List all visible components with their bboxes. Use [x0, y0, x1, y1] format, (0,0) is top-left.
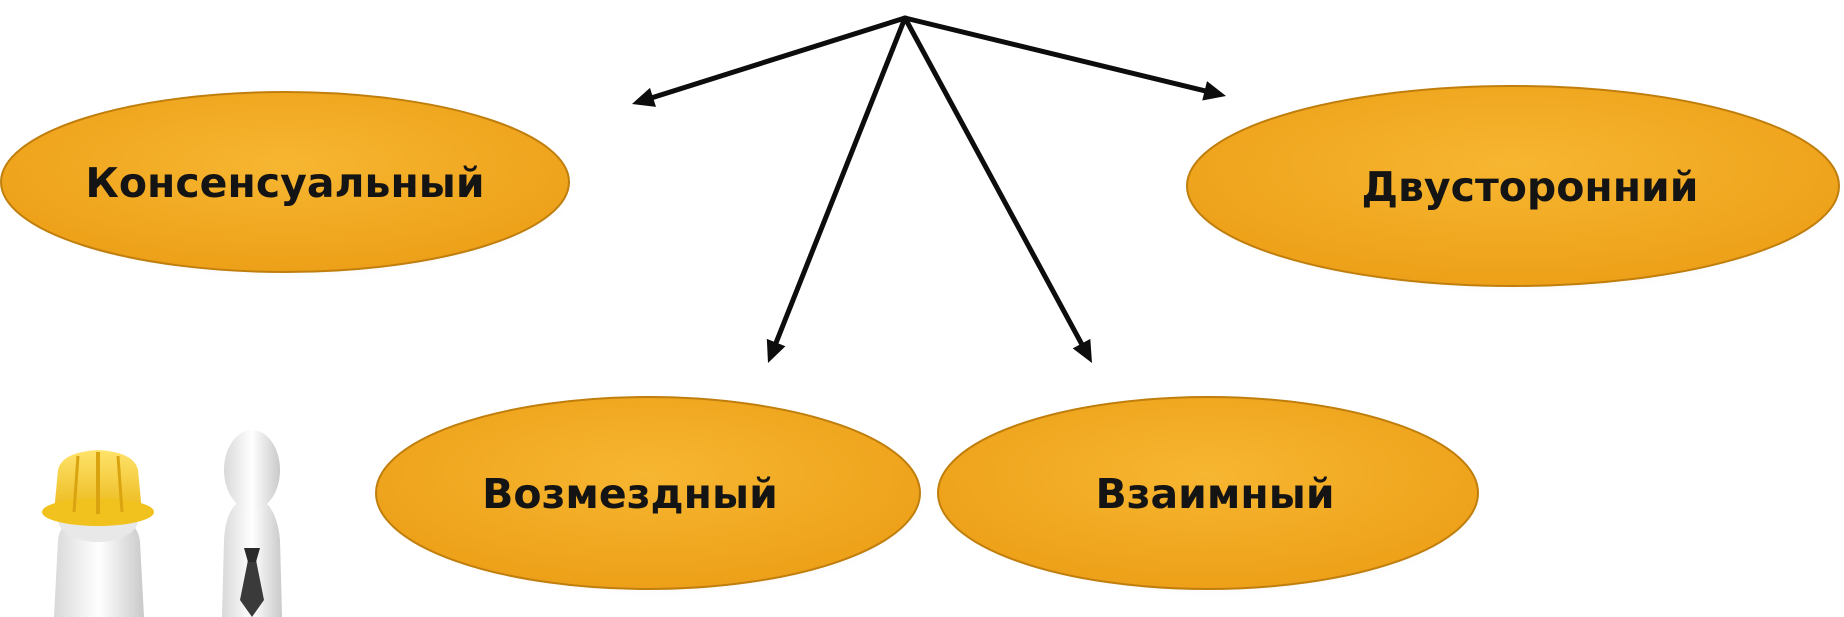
node-onerous: Возмездный: [375, 396, 926, 597]
node-mutual-label: Взаимный: [1095, 470, 1334, 518]
edge-arrowhead-consensual: [632, 87, 656, 107]
node-onerous-label: Возмездный: [482, 470, 778, 518]
node-bilateral-label: Двусторонний: [1361, 163, 1698, 211]
edge-arrowhead-onerous: [766, 338, 786, 363]
edge-arrow-onerous: [766, 15, 908, 363]
helmet-icon: [54, 450, 142, 519]
diagram-edges: [632, 15, 1226, 363]
edge-arrowhead-bilateral: [1202, 81, 1226, 101]
edge-arrow-consensual: [632, 15, 908, 107]
helmet-figure: [42, 450, 154, 617]
worker-figure-icon: [42, 430, 282, 617]
node-bilateral: Двусторонний: [1186, 85, 1844, 294]
helmet-figure-head: [58, 498, 138, 542]
edge-line-consensual: [646, 15, 908, 102]
tie-figure-head: [224, 430, 280, 510]
helmet-ridge-left: [72, 455, 80, 513]
tie-figure-body: [222, 496, 282, 617]
node-mutual: Взаимный: [937, 396, 1484, 597]
node-consensual-shape: [0, 91, 570, 273]
edge-arrowhead-mutual: [1072, 338, 1092, 363]
tie-knot: [244, 548, 260, 562]
edge-line-onerous: [771, 15, 908, 350]
node-mutual-shape: [937, 396, 1479, 590]
helmet-figure-body: [54, 516, 144, 617]
node-consensual-label: Консенсуальный: [85, 159, 484, 207]
edge-arrow-bilateral: [902, 15, 1226, 101]
edge-line-bilateral: [902, 15, 1212, 95]
node-bilateral-shape: [1186, 85, 1840, 287]
edge-line-mutual: [902, 15, 1087, 351]
edge-arrow-mutual: [902, 15, 1092, 363]
helmet-brim: [42, 498, 154, 526]
node-onerous-shape: [375, 396, 921, 590]
node-consensual: Консенсуальный: [0, 91, 575, 280]
helmet-ridge-right: [116, 455, 124, 513]
tie-figure: [222, 430, 282, 617]
tie-icon: [240, 560, 264, 617]
